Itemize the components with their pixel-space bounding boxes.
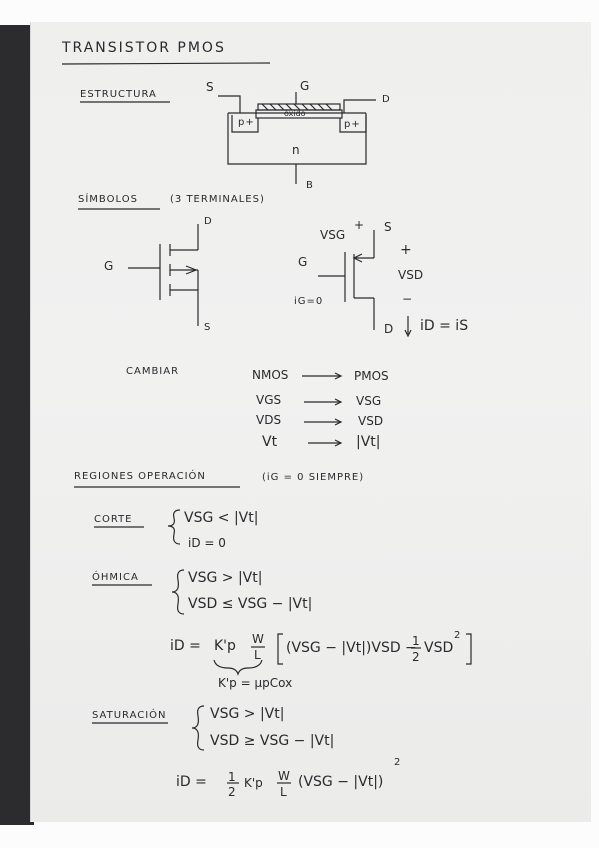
ohmica-vsd-sq: VSD [424, 640, 454, 656]
symbol-right-vsg: VSG [320, 228, 346, 242]
saturacion-half-den: 2 [228, 785, 236, 799]
ohmica-cond2: VSD ≤ VSG − |Vt| [188, 596, 313, 612]
simbolos-heading: SÍMBOLOS [78, 194, 138, 205]
pmos-symbol-3-terminal [318, 230, 412, 338]
ohmica-half-num: 1 [412, 634, 420, 648]
cambiar-arrows [302, 372, 343, 447]
ohmica-bracket-expr: (VSG − |Vt|)VSD − [286, 640, 417, 656]
structure-label-g: G [300, 79, 310, 93]
symbol-right-g: G [298, 255, 308, 269]
saturacion-kp: K'p [244, 776, 263, 790]
ohmica-label: ÓHMICA [92, 572, 139, 583]
saturacion-w: W [278, 769, 290, 783]
simbolos-note: (3 TERMINALES) [170, 194, 265, 205]
cambiar-to-2: VSD [358, 414, 384, 428]
regiones-note: (iG = 0 SIEMPRE) [262, 472, 365, 483]
ohmica-underbrace [213, 659, 263, 676]
saturacion-brace [191, 705, 205, 751]
ohmica-l: L [254, 648, 261, 662]
ohmica-lhs: iD = [170, 638, 201, 654]
cambiar-to-0: PMOS [354, 369, 389, 383]
title-underline [61, 62, 271, 65]
saturacion-half-num: 1 [228, 770, 236, 784]
table-edge [0, 25, 34, 825]
ohmica-w: W [252, 632, 264, 646]
saturacion-cond1: VSG > |Vt| [210, 706, 285, 722]
structure-label-s: S [206, 80, 214, 94]
symbol-right-plus: + [354, 218, 365, 232]
saturacion-exp: 2 [394, 757, 402, 768]
regiones-heading: REGIONES OPERACIÓN [74, 471, 206, 482]
pmos-symbol-4-terminal [128, 224, 199, 326]
structure-label-d: D [382, 94, 391, 105]
structure-oxide: óxido [284, 109, 306, 118]
estructura-heading: ESTRUCTURA [80, 89, 157, 100]
symbol-right-d: D [384, 322, 394, 336]
cambiar-from-1: VGS [256, 393, 282, 407]
ohmica-left-bracket [277, 633, 283, 665]
pmos-structure-drawing [218, 92, 376, 184]
cambiar-from-3: Vt [262, 434, 278, 450]
structure-region-right: p+ [344, 119, 361, 130]
ohmica-exp: 2 [454, 630, 462, 641]
saturacion-paren: (VSG − |Vt|) [298, 774, 384, 790]
saturacion-cond2: VSD ≥ VSG − |Vt| [210, 733, 335, 749]
ohmica-right-bracket [466, 633, 472, 665]
structure-substrate: n [292, 143, 300, 157]
symbol-right-plus2: + [400, 242, 412, 258]
corte-cond2: iD = 0 [188, 536, 226, 550]
saturacion-label: SATURACIÓN [92, 710, 167, 721]
symbol-right-vsd: VSD [398, 268, 424, 282]
corte-label: CORTE [94, 514, 133, 525]
saturacion-lhs: iD = [176, 774, 207, 790]
symbol-right-s: S [384, 220, 392, 234]
saturacion-l: L [280, 785, 287, 799]
ohmica-half-den: 2 [412, 650, 420, 664]
ohmica-kp: K'p [214, 638, 236, 654]
symbol-right-ig: iG=0 [294, 296, 324, 307]
ohmica-brace [171, 569, 185, 615]
ohmica-kp-def: K'p = μpCox [218, 676, 293, 690]
cambiar-to-3: |Vt| [356, 434, 381, 450]
symbol-left-g: G [104, 259, 114, 273]
corte-brace [167, 509, 181, 545]
symbol-left-d: D [204, 216, 213, 227]
cambiar-from-0: NMOS [252, 368, 289, 382]
structure-region-left: p+ [238, 117, 255, 128]
symbol-left-s: S [204, 322, 212, 333]
cambiar-from-2: VDS [256, 413, 282, 427]
symbol-right-minus: − [402, 292, 413, 306]
structure-label-b: B [306, 180, 314, 191]
symbol-right-id: iD = iS [420, 318, 469, 334]
ohmica-cond1: VSG > |Vt| [188, 570, 263, 586]
corte-cond1: VSG < |Vt| [184, 510, 259, 526]
page-title: TRANSISTOR PMOS [62, 40, 226, 56]
cambiar-label: CAMBIAR [126, 366, 180, 377]
cambiar-to-1: VSG [356, 394, 382, 408]
